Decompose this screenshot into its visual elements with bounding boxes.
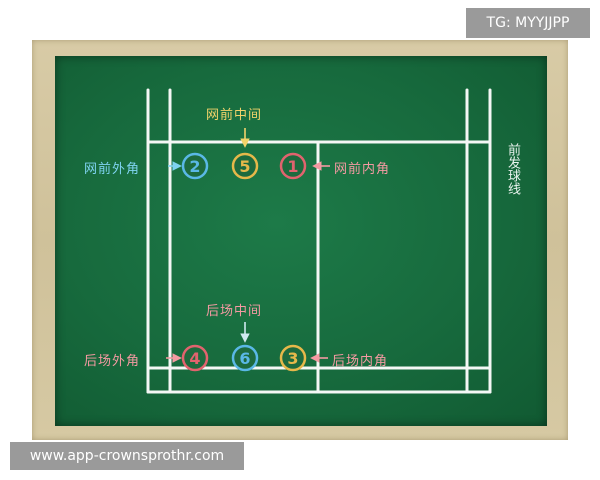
label-front-inner: 网前内角 xyxy=(334,162,391,177)
position-5: 5 xyxy=(231,152,259,180)
label-front-service-line: 前发球线 xyxy=(504,126,520,200)
position-number: 6 xyxy=(239,349,250,368)
position-number: 4 xyxy=(189,349,200,368)
position-number: 3 xyxy=(287,349,298,368)
label-front-outer: 网前外角 xyxy=(84,162,141,177)
position-number: 5 xyxy=(239,157,250,176)
court-lines xyxy=(146,88,492,394)
position-1: 1 xyxy=(279,152,307,180)
front-service-line-text: 前发球线 xyxy=(505,143,520,195)
position-3: 3 xyxy=(279,344,307,372)
pointer-arrows xyxy=(166,128,330,363)
label-back-inner: 后场内角 xyxy=(332,354,389,369)
label-front-middle: 网前中间 xyxy=(206,108,263,123)
position-number: 2 xyxy=(189,157,200,176)
position-number: 1 xyxy=(287,157,298,176)
position-2: 2 xyxy=(181,152,209,180)
watermark-tag: TG: MYYJJPP xyxy=(466,8,590,38)
position-4: 4 xyxy=(181,344,209,372)
label-back-outer: 后场外角 xyxy=(84,354,141,369)
position-6: 6 xyxy=(231,344,259,372)
watermark-url[interactable]: www.app-crownsprothr.com xyxy=(10,442,244,470)
label-back-middle: 后场中间 xyxy=(206,304,263,319)
